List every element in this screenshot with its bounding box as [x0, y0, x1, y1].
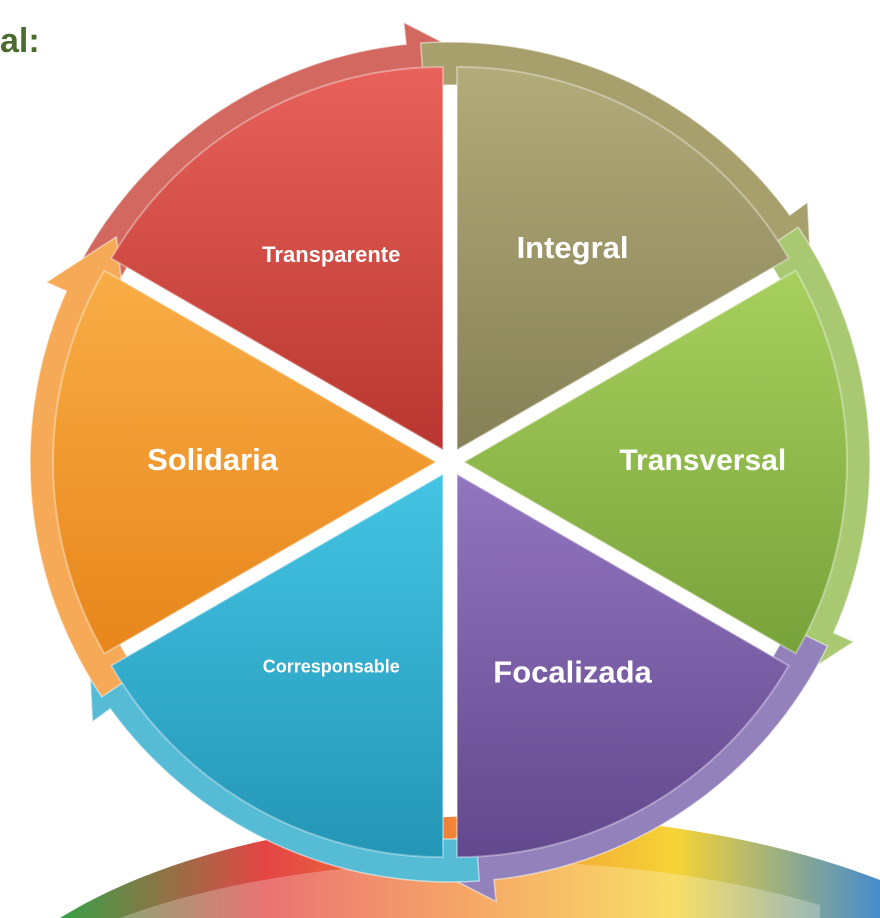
label-transparente: Transparente — [262, 242, 400, 267]
label-integral: Integral — [517, 230, 629, 265]
label-solidaria: Solidaria — [147, 442, 279, 477]
wedge-transparente — [109, 65, 444, 452]
wedge-focalizada — [456, 472, 791, 859]
page-heading: al: — [0, 22, 40, 60]
wedge-integral — [456, 65, 791, 452]
label-corresponsable: Corresponsable — [263, 656, 400, 676]
wedge-solidaria — [52, 269, 439, 655]
label-transversal: Transversal — [619, 444, 786, 477]
wedge-transversal — [461, 269, 848, 655]
label-focalizada: Focalizada — [493, 654, 652, 689]
wedge-corresponsable — [109, 472, 444, 859]
